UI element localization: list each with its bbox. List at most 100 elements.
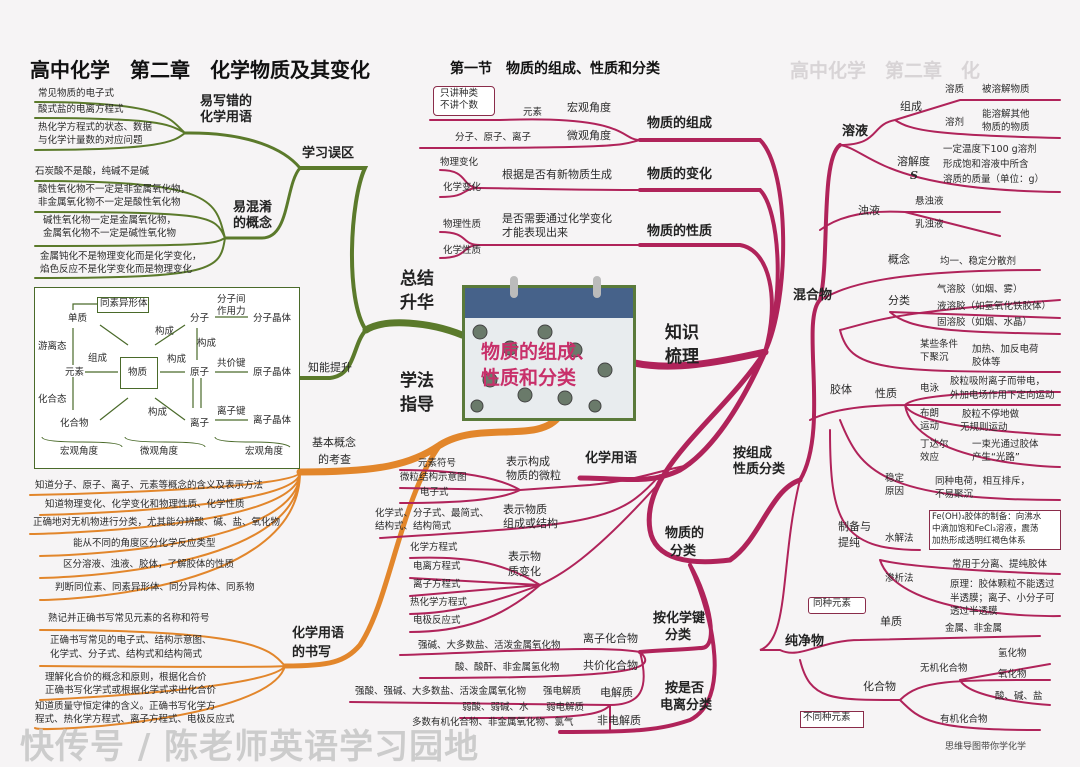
diff-element-box: [800, 711, 864, 728]
node-label: 形成饱和溶液中所含: [943, 159, 1029, 170]
node-label: 胶粒不停地做: [962, 409, 1020, 420]
list-item: 非金属氧化物不一定是酸性氧化物: [38, 197, 181, 208]
node-label: 化学性质: [443, 245, 482, 256]
diagram-node: 离子: [190, 418, 210, 429]
diagram-node: 原子: [190, 367, 210, 378]
node-label: Fe(OH)₃胶体的制备：向沸水: [932, 512, 1042, 522]
callout-text: 只讲种类: [440, 88, 479, 99]
composition-label: 物质的组成: [647, 116, 713, 131]
node-label: 金属、非金属: [945, 623, 1003, 634]
list-item: 酸、碱、盐: [995, 691, 1043, 702]
ghost-title: 高中化学 第二章 化: [790, 60, 981, 82]
node-label: 离子化合物: [583, 632, 638, 645]
by-ionization-label-2: 电离分类: [660, 698, 713, 713]
node-label: 渗析法: [885, 573, 914, 584]
node-label: 表示构成: [506, 455, 550, 468]
branch-mixture: [798, 143, 842, 482]
list-item: 电子式: [420, 487, 449, 498]
hydrolysis-box: [929, 510, 1061, 550]
diagram-node: 共价键: [217, 358, 246, 369]
confusing-label-2: 的概念: [233, 216, 273, 231]
node-label: 能溶解其他: [982, 109, 1030, 120]
callout-text: 不讲个数: [440, 100, 479, 111]
chem-writing-label: 化学用语: [292, 626, 345, 641]
node-label: 同种元素: [813, 598, 852, 609]
diagram-node: 物质: [128, 367, 148, 378]
node-label: 分类: [888, 294, 910, 307]
node-label: 质变化: [508, 565, 541, 578]
node-label: 效应: [920, 452, 940, 463]
node-label: 一束光通过胶体: [972, 439, 1039, 450]
node-label: 物质的物质: [982, 122, 1030, 133]
node-label: 丁达尔: [920, 439, 949, 450]
node-label: 电解质: [600, 686, 633, 699]
colloid-label: 胶体: [830, 383, 852, 396]
diagram-node: 组成: [88, 353, 108, 364]
node-label: 制备与: [838, 520, 871, 533]
node-label: 透过半透膜: [950, 606, 998, 617]
list-item: 强酸、强碱、大多数盐、活泼金属氧化物: [355, 686, 527, 697]
section-title: 第一节 物质的组成、性质和分类: [450, 61, 660, 77]
diagram-arrows: [41, 303, 291, 448]
node-label: 乳浊液: [915, 219, 944, 230]
node-label: 加热、加反电荷: [972, 344, 1039, 355]
list-item: 液溶胶（如氢氧化铁胶体）: [937, 301, 1052, 312]
diagram-node: 构成: [167, 354, 187, 365]
substance-box: [120, 357, 158, 389]
node-label: 原因: [885, 486, 905, 497]
node-label: 根据是否有新物质生成: [502, 168, 612, 181]
list-item: 固溶胶（如烟、水晶）: [937, 317, 1033, 328]
list-item: 电极反应式: [413, 615, 461, 626]
list-item: 正确书写化学式或根据化学式求出化合价: [45, 685, 217, 696]
node-label: 加热形成透明红褐色体系: [932, 536, 1026, 546]
node-label: 常用于分离、提纯胶体: [952, 559, 1048, 570]
node-label: 溶解度: [897, 155, 930, 168]
branch-summary: [362, 319, 466, 339]
solution-label: 溶液: [842, 124, 869, 139]
list-item: 焰色反应不是化学变化而是物理变化: [40, 264, 193, 275]
center-calendar: 物质的组成、 性质和分类: [462, 276, 636, 421]
easy-wrong-label: 易写错的: [200, 94, 253, 109]
list-item: 常见物质的电子式: [38, 88, 115, 99]
list-item: 氧化物: [998, 669, 1027, 680]
list-item: 酸性氧化物不一定是非金属氧化物，: [38, 184, 191, 195]
list-item: 能从不同的角度区分化学反应类型: [73, 538, 216, 549]
node-label: 有机化合物: [940, 714, 988, 725]
list-item: 知道质量守恒定律的含义。正确书写化学方: [35, 701, 216, 712]
list-item: 区分溶液、浊液、胶体，了解胶体的性质: [63, 559, 235, 570]
list-item: 热化学方程式的状态、数据: [38, 122, 153, 133]
list-item: 电离方程式: [413, 561, 461, 572]
basic-concepts-label-2: 的考查: [318, 453, 351, 466]
node-label: 表示物质: [503, 503, 547, 516]
diagram-node: 化合态: [38, 394, 67, 405]
list-item: 理解化合价的概念和原则，根据化合价: [45, 672, 207, 683]
branch-classification: [646, 349, 803, 565]
node-label: 元素: [523, 107, 543, 118]
by-bond-label-2: 分类: [665, 628, 692, 643]
node-label: 运动: [920, 421, 940, 432]
branch-label-method-2: 指导: [400, 395, 434, 415]
branch-label-summary-2: 升华: [400, 293, 434, 313]
node-label: 胶粒吸附离子而带电，: [950, 376, 1046, 387]
node-label: 下聚沉: [920, 352, 949, 363]
study-mistakes-label: 学习误区: [302, 146, 355, 161]
list-item: 判断同位素、同素异形体、同分异构体、同系物: [55, 582, 255, 593]
diagram-node: 离子键: [217, 406, 246, 417]
node-label: 无规则运动: [960, 422, 1008, 433]
node-label: 无机化合物: [920, 663, 968, 674]
center-title-line2: 性质和分类: [481, 367, 577, 389]
branch-label-method: 学法: [400, 371, 434, 391]
node-label: 提纯: [838, 536, 860, 549]
list-item: 离子方程式: [413, 579, 461, 590]
diagram-node: 分子间: [217, 294, 246, 305]
node-label: 宏观角度: [567, 101, 611, 114]
node-label: 溶质: [945, 84, 965, 95]
diagram-caption-macro: 宏观角度: [60, 446, 99, 457]
diagram-node: 构成: [197, 338, 217, 349]
node-label: 水解法: [885, 533, 914, 544]
pure-label: 纯净物: [785, 634, 825, 649]
list-item: 知道物理变化、化学变化和物理性质、化学性质: [45, 499, 245, 510]
list-item: 碱性氧化物一定是金属氧化物，: [43, 215, 177, 226]
node-label: 产生“光路”: [972, 452, 1020, 463]
